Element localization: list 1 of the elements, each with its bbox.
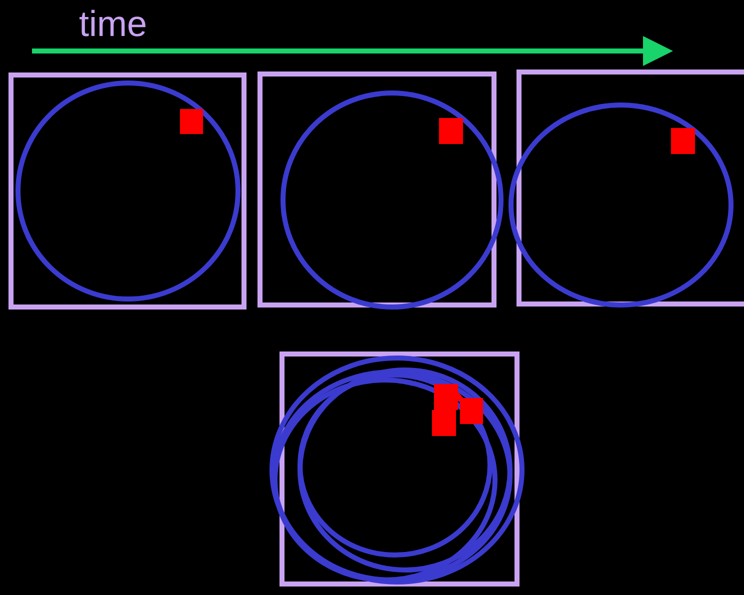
time-label: time xyxy=(79,4,148,44)
